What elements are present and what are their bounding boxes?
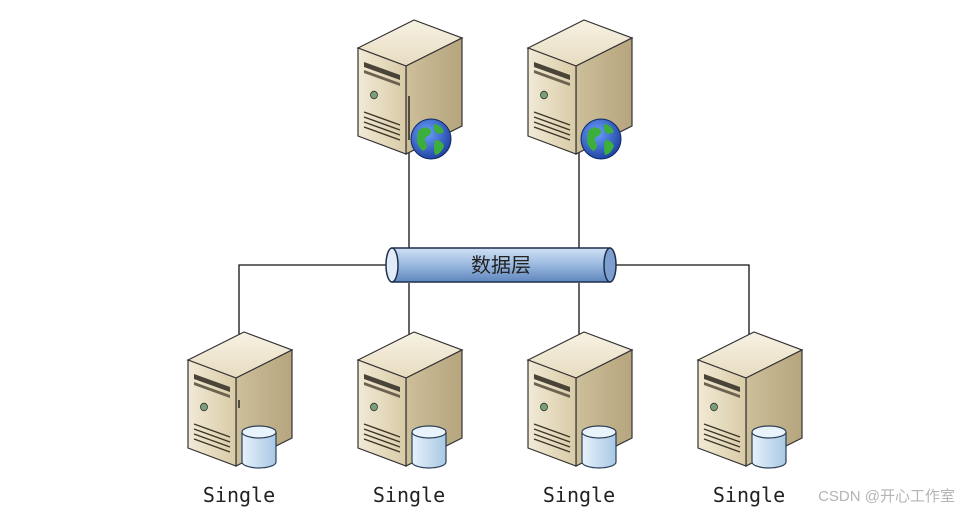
server-label: Single [203,483,275,507]
database-icon [241,425,277,469]
database-icon [751,425,787,469]
bottom-server-4: Single [697,331,803,507]
bottom-server-2: Single [357,331,463,507]
server-label: Single [713,483,785,507]
server-label: Single [543,483,615,507]
top-server-1 [357,19,463,160]
watermark-text: CSDN @开心工作室 [818,488,955,505]
top-server-2 [527,19,633,160]
data-layer-bus: 数据层 [385,247,617,283]
database-icon [581,425,617,469]
database-icon [411,425,447,469]
bottom-server-3: Single [527,331,633,507]
server-label: Single [373,483,445,507]
globe-icon [410,118,452,160]
bottom-server-1: Single [187,331,293,507]
bus-label: 数据层 [471,253,531,277]
globe-icon [580,118,622,160]
